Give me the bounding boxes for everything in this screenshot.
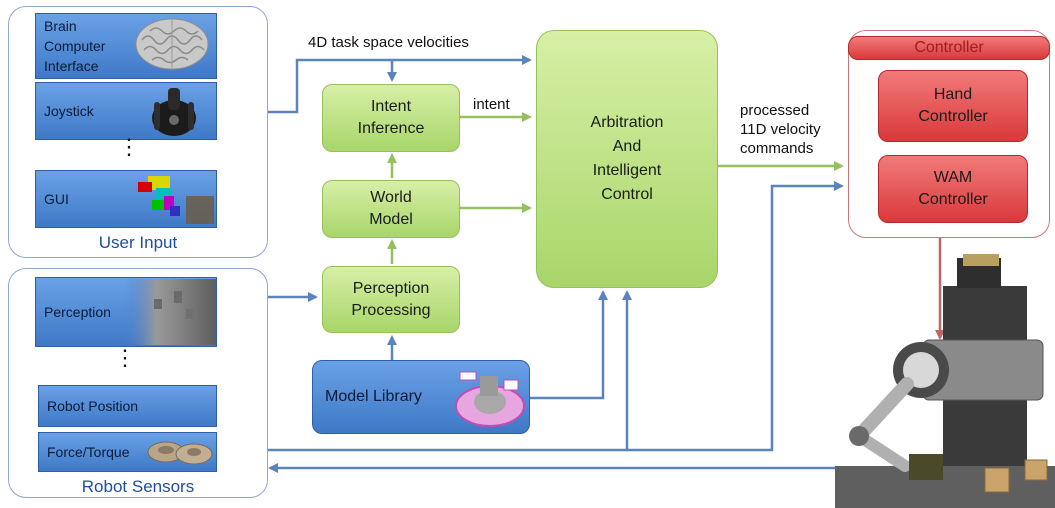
switch-output-line xyxy=(256,55,532,114)
perception-sensor-label: Perception xyxy=(44,304,111,320)
task-space-label: 4D task space velocities xyxy=(308,34,469,51)
user-input-label: User Input xyxy=(98,233,178,252)
user-input-ellipsis: ⋮ xyxy=(118,134,140,159)
model-library-label: Model Library xyxy=(325,388,422,405)
robot-sensors-label: Robot Sensors xyxy=(81,477,195,496)
perception-processing-block: Perception Processing xyxy=(322,266,460,333)
intent-inference-block: Intent Inference xyxy=(322,84,460,152)
arbitration-block: Arbitration And Intelligent Control xyxy=(536,30,718,288)
controller-label: Controller xyxy=(848,36,1050,60)
world-model-label: World Model xyxy=(369,189,413,228)
force-torque-label: Force/Torque xyxy=(47,444,130,460)
gui-robot-icon xyxy=(138,176,214,224)
robot-position-sensor: Robot Position xyxy=(38,385,217,427)
gui-input-label: GUI xyxy=(44,191,69,207)
hand-controller-label: Hand Controller xyxy=(918,86,988,125)
model-library-icon xyxy=(455,371,525,427)
sensor-ellipsis: ⋮ xyxy=(114,345,136,370)
perception-processing-label: Perception Processing xyxy=(351,279,431,319)
robot-position-label: Robot Position xyxy=(47,398,139,414)
position-to-controller-line xyxy=(627,181,844,452)
joystick-icon xyxy=(152,88,196,136)
world-model-block: World Model xyxy=(322,180,460,238)
intent-inference-label: Intent Inference xyxy=(357,98,425,137)
arbitration-label: Arbitration And Intelligent Control xyxy=(590,114,664,203)
robot-arm-image xyxy=(835,254,1055,508)
brain-icon xyxy=(135,18,209,70)
depth-image-icon xyxy=(124,279,216,345)
bci-input-label: Brain Computer Interface xyxy=(44,18,106,74)
processed-commands-label: processed 11D velocity commands xyxy=(740,102,821,157)
wam-controller-label: WAM Controller xyxy=(918,169,988,208)
library-to-arbitration-line xyxy=(530,290,608,400)
joystick-input-label: Joystick xyxy=(44,103,94,119)
wam-controller-block: WAM Controller xyxy=(878,155,1028,223)
intent-label: intent xyxy=(473,96,510,113)
hand-controller-block: Hand Controller xyxy=(878,70,1028,142)
force-torque-sensor-icon xyxy=(147,441,213,465)
